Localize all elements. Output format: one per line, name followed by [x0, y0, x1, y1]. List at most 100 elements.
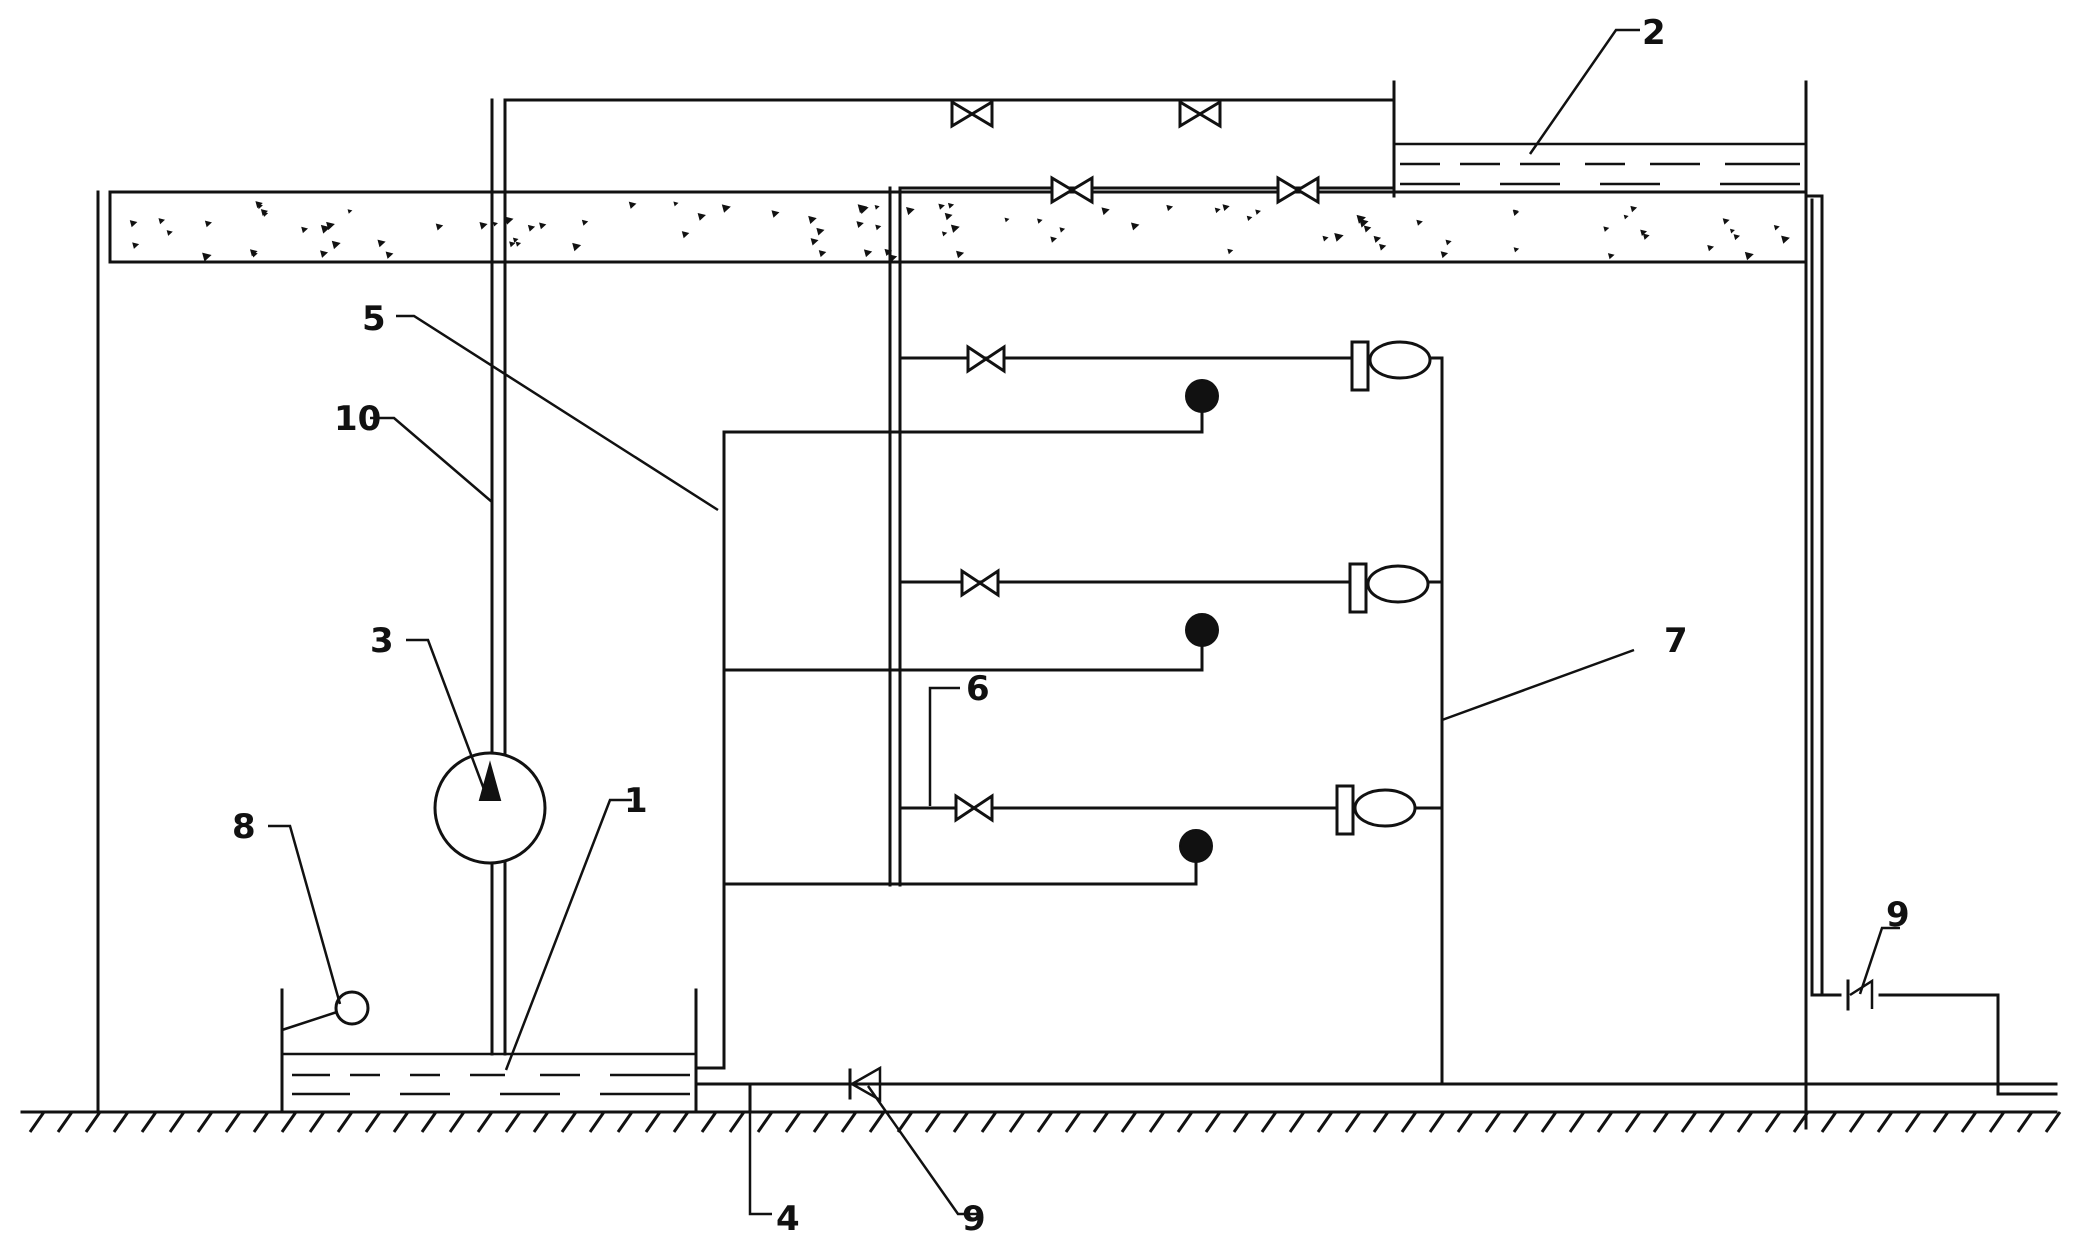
ground-hatch: [1876, 1111, 1894, 1133]
concrete-speck: [132, 242, 140, 249]
concrete-speck: [1729, 228, 1735, 234]
ground-hatch: [1568, 1111, 1586, 1133]
concrete-speck: [1255, 209, 1261, 215]
concrete-speck: [572, 242, 582, 252]
concrete-speck: [385, 251, 394, 259]
label-4: 4: [776, 1199, 800, 1239]
ground-hatch: [2016, 1111, 2034, 1133]
ground-hatch: [2044, 1111, 2062, 1133]
ground-hatch: [644, 1111, 662, 1133]
lower-water-tank: [280, 988, 698, 1114]
bottom-return-pipe: [694, 1082, 2058, 1114]
concrete-speck: [158, 218, 165, 225]
ground-hatch: [1204, 1111, 1222, 1133]
ground-hatch: [1624, 1111, 1642, 1133]
label-5: 5: [362, 299, 386, 339]
concrete-speck: [1513, 247, 1520, 253]
concrete-speck: [515, 241, 522, 247]
label-9-right: 9: [1886, 895, 1910, 935]
concrete-speck: [1050, 236, 1057, 243]
concrete-speck: [1322, 235, 1329, 242]
label-9-bottom: 9: [962, 1199, 986, 1239]
check-valves: [848, 978, 1874, 1103]
ground-hatch: [392, 1111, 410, 1133]
leader-lines: [268, 28, 1900, 1216]
ground-hatch: [1988, 1111, 2006, 1133]
ground-hatch: [868, 1111, 886, 1133]
concrete-speck: [301, 226, 308, 234]
ground-hatch: [532, 1111, 550, 1133]
concrete-speck: [1166, 204, 1174, 212]
ground-hatch: [336, 1111, 354, 1133]
pump: [433, 751, 547, 865]
concrete-speck: [1130, 222, 1140, 231]
ground-hatch: [1400, 1111, 1418, 1133]
concrete-speck: [818, 250, 827, 258]
concrete-speck: [1356, 214, 1366, 224]
concrete-speck: [816, 227, 825, 236]
sprinklers: [1335, 340, 1432, 836]
concrete-speck: [1773, 224, 1780, 231]
ground-hatch: [280, 1111, 298, 1133]
ground-hatch: [1064, 1111, 1082, 1133]
concrete-speck: [947, 202, 955, 209]
concrete-speck: [856, 221, 864, 229]
concrete-speck: [1782, 236, 1788, 243]
ground-hatch: [560, 1111, 578, 1133]
concrete-speck: [1037, 218, 1043, 224]
concrete-speck: [331, 240, 341, 250]
concrete-speck: [673, 201, 679, 207]
concrete-speck: [1214, 207, 1221, 214]
ground-hatch: [1512, 1111, 1530, 1133]
ground-hatch: [1484, 1111, 1502, 1133]
ground-hatch: [364, 1111, 382, 1133]
concrete-speck: [493, 221, 498, 227]
concrete-speck: [1246, 215, 1253, 221]
concrete-speck: [262, 211, 269, 217]
ground-hatch: [1120, 1111, 1138, 1133]
overflow-pipe: [1804, 194, 2058, 1096]
ground: [20, 1110, 2062, 1133]
concrete-speck: [509, 241, 516, 248]
concrete-speck: [512, 237, 519, 243]
concrete-speck: [697, 212, 706, 221]
concrete-speck: [320, 250, 329, 258]
roof-slab: [108, 190, 1808, 264]
concrete-speck: [257, 203, 263, 210]
upper-water-tank: [1392, 80, 1808, 198]
ground-hatch: [728, 1111, 746, 1133]
concrete-speck: [504, 216, 514, 225]
gate-valves: [950, 99, 1320, 823]
concrete-speck: [1512, 209, 1520, 217]
ground-hatch: [924, 1111, 942, 1133]
concrete-speck: [938, 203, 945, 210]
label-7: 7: [1664, 621, 1688, 661]
concrete-speck: [326, 221, 335, 231]
ground-hatch: [1708, 1111, 1726, 1133]
concrete-speck: [1359, 218, 1369, 228]
return-manifold: [694, 400, 1204, 1070]
concrete-speck: [1059, 227, 1066, 233]
label-3: 3: [370, 621, 394, 661]
concrete-speck: [906, 207, 915, 216]
concrete-speck: [1733, 234, 1740, 241]
ground-hatch: [700, 1111, 718, 1133]
callout-labels: 2 5 10 3 1 8 6 7 9 4 9: [232, 13, 1910, 1239]
float-gauge: [281, 990, 370, 1032]
concrete-speck: [1603, 226, 1610, 232]
ground-hatch: [196, 1111, 214, 1133]
ground-hatch: [1260, 1111, 1278, 1133]
concrete-speck: [1623, 214, 1629, 220]
concrete-speck: [527, 224, 536, 232]
ground-hatch: [672, 1111, 690, 1133]
concrete-speck: [435, 223, 444, 231]
ground-hatch: [1008, 1111, 1026, 1133]
label-1: 1: [624, 781, 648, 821]
concrete-speck: [941, 231, 948, 237]
ground-hatch: [812, 1111, 830, 1133]
label-6: 6: [966, 669, 990, 709]
concrete-speck: [810, 238, 819, 246]
ground-hatch: [308, 1111, 326, 1133]
ground-hatch: [1148, 1111, 1166, 1133]
